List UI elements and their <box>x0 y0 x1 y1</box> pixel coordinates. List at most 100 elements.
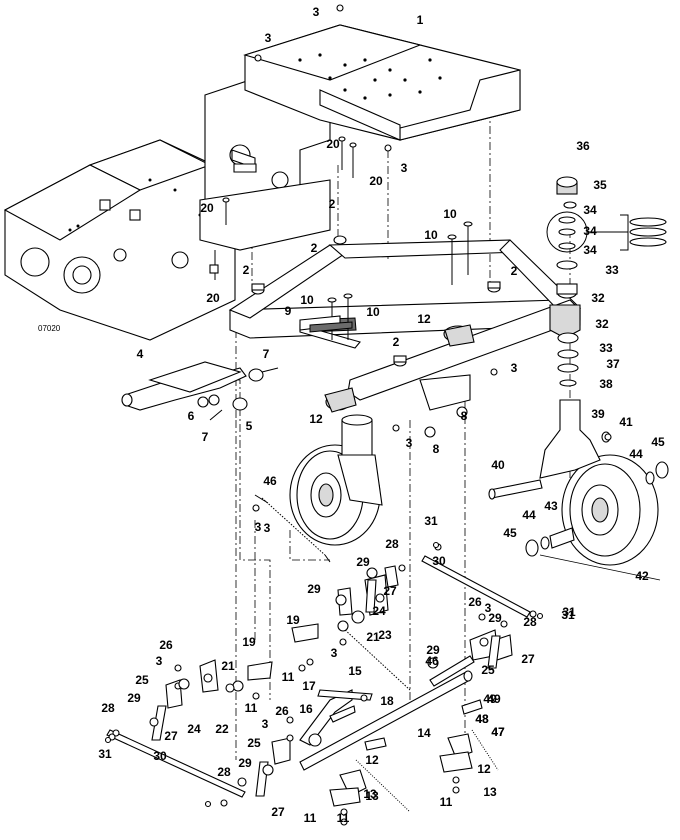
part-callout: 10 <box>366 305 380 319</box>
rear-frame <box>3 139 236 341</box>
part-callout: 13 <box>365 789 379 803</box>
part-callout: 11 <box>337 811 350 825</box>
part-callout: 48 <box>475 712 489 726</box>
part-callout: 29 <box>238 756 252 770</box>
part-callout: 34 <box>583 224 597 238</box>
part-callout: 15 <box>348 664 362 678</box>
upper-chassis <box>199 24 521 251</box>
part-callout: 20 <box>369 174 383 188</box>
part-callout: 3 <box>156 654 163 668</box>
front-caster-wheel <box>289 414 383 546</box>
part-callout: 2 <box>243 263 250 277</box>
part-callout: 13 <box>363 787 377 801</box>
small-fasteners <box>104 4 612 826</box>
part-callout: 49 <box>483 692 497 706</box>
part-callout: 17 <box>302 679 316 693</box>
part-callout: 23 <box>378 628 392 642</box>
part-callout: 46 <box>425 654 439 668</box>
part-callout: 30 <box>432 554 446 568</box>
part-callout: 3 <box>265 31 272 45</box>
part-callout: 29 <box>307 582 321 596</box>
part-callout: 26 <box>468 595 482 609</box>
part-callout: 20 <box>200 201 214 215</box>
chain-links <box>151 579 501 797</box>
part-callout: 11 <box>440 795 453 809</box>
part-callout: 10 <box>300 293 314 307</box>
part-callout: 31 <box>562 605 576 619</box>
part-callout: 44 <box>629 447 643 461</box>
part-callout: 18 <box>380 694 394 708</box>
part-callout: 12 <box>309 412 323 426</box>
part-callout: 29 <box>356 555 370 569</box>
part-callout: 12 <box>477 762 491 776</box>
part-callout: 19 <box>242 635 256 649</box>
part-callout: 41 <box>619 415 633 429</box>
part-callout: 1 <box>417 13 424 27</box>
part-callout: 32 <box>591 291 605 305</box>
part-callout: 39 <box>591 407 605 421</box>
part-callout: 34 <box>583 243 597 257</box>
part-callout: 27 <box>521 652 535 666</box>
part-callout: 35 <box>593 178 607 192</box>
part-callout: 45 <box>651 435 665 449</box>
part-callout: 6 <box>188 409 195 423</box>
part-callout: 7 <box>202 430 209 444</box>
part-callout: 48 <box>475 712 489 726</box>
part-callout: 27 <box>164 729 178 743</box>
part-callout: 9 <box>285 304 292 318</box>
part-callout: 24 <box>372 604 386 618</box>
part-callout: 26 <box>275 704 289 718</box>
part-callout: 40 <box>491 458 505 472</box>
part-callout: 3 <box>313 5 320 19</box>
figure-id: 07020 <box>38 324 61 333</box>
part-callout: 7 <box>263 347 270 361</box>
part-callout: 26 <box>159 638 173 652</box>
part-callout: 31 <box>424 514 438 528</box>
caster-wheel-assembly <box>488 399 669 566</box>
part-callout: 2 <box>311 241 318 255</box>
part-callout: 2 <box>511 264 518 278</box>
part-callout: 32 <box>595 317 609 331</box>
part-callout: 3 <box>485 601 492 615</box>
part-callout: 14 <box>417 726 431 740</box>
spindle-stack <box>546 176 667 387</box>
part-callout: 27 <box>271 805 285 819</box>
part-callout: 12 <box>417 312 431 326</box>
part-callout: 28 <box>523 615 537 629</box>
part-callout: 16 <box>299 702 313 716</box>
part-callout: 29 <box>127 691 141 705</box>
part-callout: 11 <box>245 701 258 715</box>
part-callout: 3 <box>401 161 408 175</box>
part-callout: 21 <box>366 630 380 644</box>
part-callout: 2 <box>329 197 336 211</box>
part-callout: 47 <box>491 725 505 739</box>
lever-arm <box>121 361 279 421</box>
part-callout: 43 <box>544 499 558 513</box>
part-callout: 12 <box>365 753 379 767</box>
part-callout: 3 <box>264 521 271 535</box>
part-callout: 33 <box>599 341 613 355</box>
part-callout: 37 <box>606 357 620 371</box>
caster-mounts <box>324 324 475 413</box>
bolts <box>209 136 473 340</box>
part-callout: 31 <box>561 608 575 622</box>
part-callout: 28 <box>385 537 399 551</box>
part-callout: 49 <box>487 692 501 706</box>
part-callout: 5 <box>246 419 253 433</box>
part-callout: 21 <box>221 659 235 673</box>
part-callout: 28 <box>217 765 231 779</box>
part-callout: 24 <box>187 722 201 736</box>
part-callout: 47 <box>491 725 505 739</box>
part-callout: 33 <box>605 263 619 277</box>
springs <box>254 494 411 691</box>
part-callout: 2 <box>393 335 400 349</box>
part-callout: 20 <box>326 137 340 151</box>
part-callout: 30 <box>153 749 167 763</box>
part-callout: 11 <box>282 670 295 684</box>
part-callout: 10 <box>443 207 457 221</box>
part-callout: 3 <box>406 436 413 450</box>
cross-shaft <box>299 655 499 813</box>
part-callout: 4 <box>137 347 144 361</box>
part-callout: 25 <box>247 736 261 750</box>
